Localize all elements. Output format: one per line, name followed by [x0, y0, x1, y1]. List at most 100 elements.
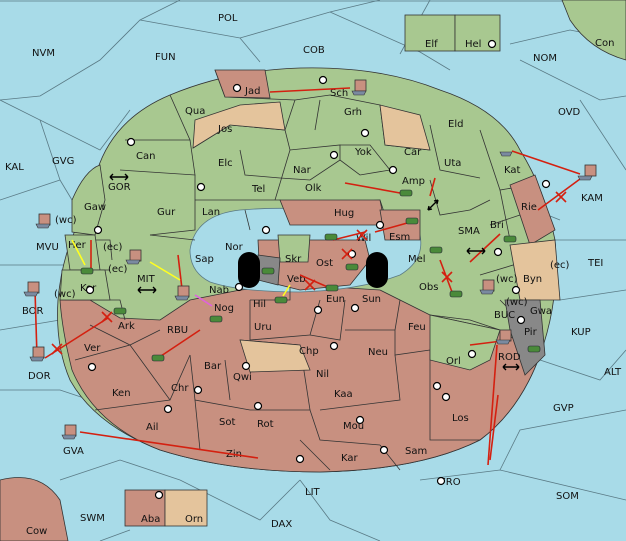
support-orders [71, 239, 291, 297]
label-Hil: Hil [253, 299, 266, 310]
label-Kaa: Kaa [334, 389, 353, 400]
coast-label-her-ec: (ec) [103, 242, 123, 253]
coast-label-byn-wc: (wc) [496, 274, 518, 285]
label-Nab: Nab [209, 285, 229, 296]
label-Tel: Tel [251, 184, 265, 195]
label-POL: POL [218, 13, 238, 24]
label-DOR: DOR [28, 371, 51, 382]
label-KAM: KAM [581, 193, 603, 204]
coast-label-kor-wc: (wc) [54, 289, 76, 300]
label-Sot: Sot [219, 417, 235, 428]
label-Los: Los [452, 413, 469, 424]
label-BUC: BUC [494, 310, 515, 321]
label-Esm: Esm [389, 232, 410, 243]
label-Rot: Rot [257, 419, 274, 430]
label-Cow: Cow [26, 526, 47, 537]
label-Nil: Nil [316, 369, 329, 380]
label-GVP: GVP [553, 403, 574, 414]
label-SOM: SOM [556, 491, 579, 502]
label-Rie: Rie [521, 202, 537, 213]
label-Chr: Chr [171, 383, 189, 394]
move-orders [34, 87, 581, 466]
label-Obs: Obs [419, 282, 438, 293]
coast-labels: (wc) (ec) (ec) (wc) (wc) (ec) (wc) [54, 215, 570, 308]
label-NOM: NOM [533, 53, 557, 64]
label-Sun: Sun [362, 294, 381, 305]
supply-centers [85, 39, 551, 500]
cut-markers [51, 191, 567, 355]
label-DAX: DAX [271, 519, 292, 530]
label-Skr: Skr [285, 254, 302, 265]
label-Hug: Hug [334, 208, 354, 219]
label-Eun: Eun [326, 294, 345, 305]
label-SMA: SMA [458, 226, 480, 237]
label-Gaw: Gaw [84, 202, 106, 213]
label-ROD: ROD [498, 352, 521, 363]
label-Orn: Orn [185, 514, 203, 525]
label-Gur: Gur [157, 207, 176, 218]
coast-label-kor-ec: (ec) [108, 264, 128, 275]
label-Nog: Nog [214, 303, 234, 314]
label-OVD: OVD [558, 107, 581, 118]
label-Bri: Bri [490, 220, 504, 231]
label-Sch: Sch [330, 88, 348, 99]
label-KUP: KUP [571, 327, 591, 338]
label-Bar: Bar [204, 361, 222, 372]
label-Pir: Pir [524, 327, 538, 338]
label-Yok: Yok [354, 147, 372, 158]
label-Elf: Elf [425, 39, 438, 50]
label-Orl: Orl [446, 356, 461, 367]
label-NVM: NVM [32, 48, 55, 59]
label-Wil: Wil [356, 233, 371, 244]
label-Amp: Amp [402, 176, 425, 187]
label-TEI: TEI [587, 258, 603, 269]
label-Lan: Lan [202, 207, 220, 218]
island-elf-hel [404, 14, 501, 52]
label-Byn: Byn [523, 274, 542, 285]
sea-labels: POL NVM FUN COB NOM OVD KAL GVG GOR SMA … [5, 13, 622, 530]
label-Ost: Ost [316, 258, 333, 269]
label-Sam: Sam [405, 446, 427, 457]
label-Chp: Chp [299, 346, 319, 357]
label-BOR: BOR [22, 306, 44, 317]
label-Ver: Ver [84, 343, 101, 354]
units [23, 79, 597, 440]
label-Qwi: Qwi [233, 372, 252, 383]
label-LIT: LIT [305, 487, 321, 498]
label-Ken: Ken [112, 388, 131, 399]
label-Elc: Elc [218, 158, 233, 169]
label-GVA: GVA [63, 446, 84, 457]
label-Aba: Aba [141, 514, 160, 525]
label-MVU: MVU [36, 242, 59, 253]
region-cow[interactable] [0, 477, 69, 541]
label-Sap: Sap [195, 254, 214, 265]
label-Kat: Kat [504, 165, 521, 176]
label-Her: Her [68, 240, 87, 251]
label-Olk: Olk [305, 183, 322, 194]
land-labels: Elf Hel Con Jad Sch Qua Grh Jos Car Eld … [22, 38, 614, 537]
label-FRO: FRO [440, 477, 461, 488]
label-Feu: Feu [408, 322, 426, 333]
inner-island [238, 234, 388, 291]
coast-label-byn-ec: (ec) [550, 260, 570, 271]
label-Can: Can [136, 151, 155, 162]
label-Gwa: Gwa [530, 306, 552, 317]
label-Con: Con [595, 38, 614, 49]
province-fills [192, 69, 561, 376]
label-Ail: Ail [146, 422, 158, 433]
label-Car: Car [404, 147, 422, 158]
label-Kar: Kar [341, 453, 359, 464]
label-Qua: Qua [185, 106, 205, 117]
label-Uta: Uta [444, 158, 461, 169]
label-Neu: Neu [368, 347, 388, 358]
label-Uru: Uru [254, 322, 272, 333]
label-COB: COB [303, 45, 325, 56]
coast-label-mvu-wc: (wc) [55, 215, 77, 226]
label-Mel: Mel [408, 254, 426, 265]
label-Hel: Hel [465, 39, 481, 50]
label-KAL: KAL [5, 162, 24, 173]
label-Nar: Nar [293, 165, 312, 176]
convoy-order [194, 294, 213, 307]
label-RBU: RBU [167, 325, 188, 336]
